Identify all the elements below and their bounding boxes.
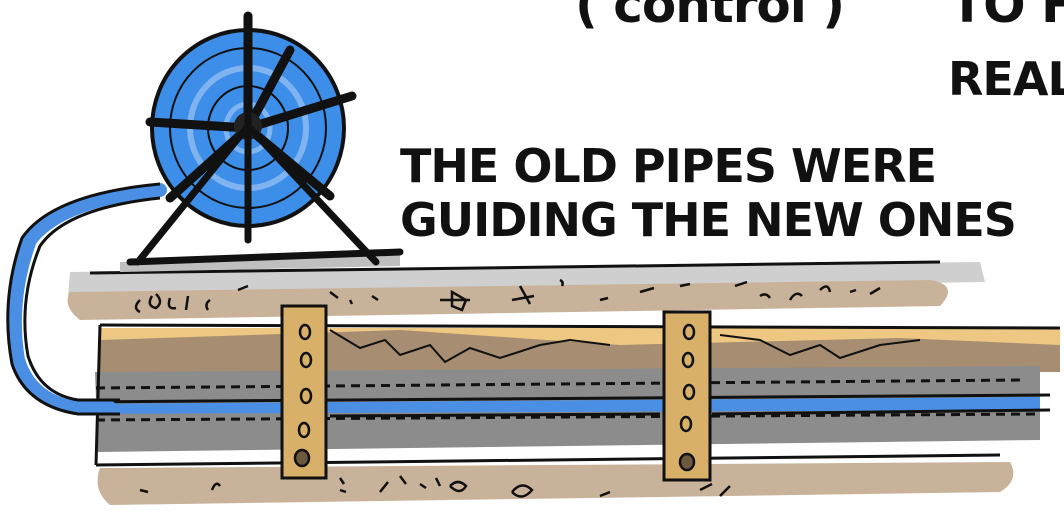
bolt	[680, 454, 694, 470]
caption: THE OLD PIPES WERE GUIDING THE NEW ONES	[400, 139, 1016, 247]
bolt	[295, 450, 309, 466]
top-right-text-2: REAL	[948, 52, 1064, 106]
top-paren-text: ( control )	[575, 0, 844, 34]
pipe-connector-left	[282, 306, 326, 478]
top-text-fragments: ( control ) TO FO REAL	[575, 0, 1064, 106]
pipe-outline-top	[100, 325, 1060, 328]
top-right-text: TO FO	[950, 0, 1064, 34]
cable-reel-icon	[120, 16, 400, 272]
caption-line-1: THE OLD PIPES WERE	[400, 139, 936, 193]
pipe-connector-right	[664, 312, 710, 480]
caption-line-2: GUIDING THE NEW ONES	[400, 193, 1016, 247]
soil-bottom	[98, 462, 1014, 505]
